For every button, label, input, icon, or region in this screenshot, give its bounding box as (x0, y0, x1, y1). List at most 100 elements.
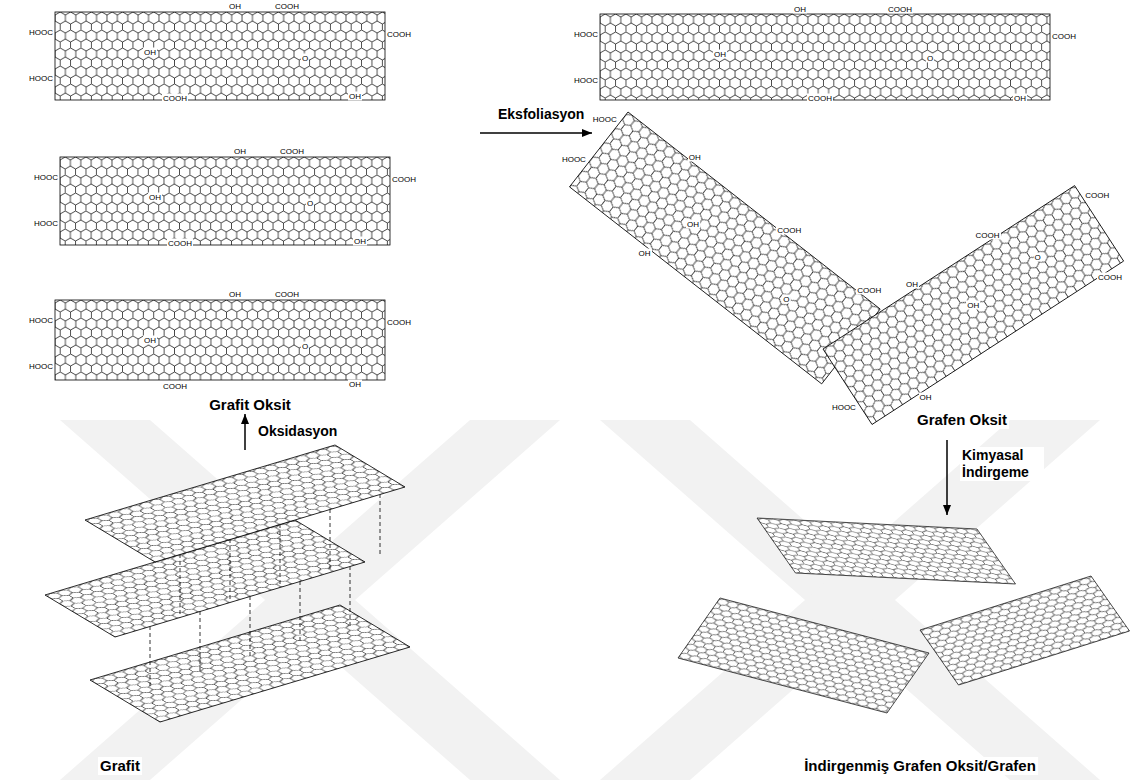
functional-group: OH (348, 92, 362, 101)
functional-group: OH (353, 237, 367, 246)
functional-group: OH (919, 392, 933, 401)
functional-group: COOH (856, 286, 882, 295)
interlayer-line (250, 596, 251, 656)
hex-lattice (55, 12, 385, 100)
interlayer-line (330, 509, 331, 569)
sheet-ground (600, 14, 1050, 100)
functional-group: O (306, 199, 314, 208)
hex-lattice (823, 186, 1124, 425)
functional-group: HOOC (33, 173, 59, 182)
functional-group: COOH (1084, 190, 1110, 199)
graphene-oxide-sheets (570, 14, 1124, 424)
interlayer-line (180, 554, 181, 614)
functional-group: O (301, 54, 309, 63)
graphite-stack (45, 445, 410, 722)
functional-group: HOOC (33, 219, 59, 228)
layer-ground (85, 445, 405, 562)
graphene-sheet (920, 576, 1130, 685)
interlayer-line (350, 566, 351, 626)
functional-group: OH (686, 219, 700, 228)
process-arrow (480, 132, 592, 134)
functional-group: COOH (274, 290, 300, 299)
functional-group: HOOC (573, 30, 599, 39)
functional-group: COOH (386, 318, 412, 327)
process-arrow (946, 440, 948, 515)
interlayer-line (200, 611, 201, 671)
functional-group: COOH (887, 5, 913, 14)
oxide-sheet (600, 14, 1050, 100)
oxide-sheet (60, 157, 390, 245)
interlayer-line (230, 539, 231, 599)
functional-group: COOH (975, 231, 1001, 240)
hex-lattice (60, 157, 390, 245)
functional-group: OH (966, 301, 980, 310)
sheet-ground (678, 598, 929, 713)
hex-lattice (600, 14, 1050, 100)
hex-lattice (757, 518, 1016, 584)
functional-group: OH (228, 2, 242, 11)
functional-group: COOH (162, 382, 188, 391)
functional-group: COOH (391, 175, 417, 184)
functional-group: COOH (776, 226, 802, 235)
graphene-layer (85, 445, 405, 562)
functional-group: COOH (274, 2, 300, 11)
functional-group: HOOC (28, 74, 54, 83)
stage-caption: Grafen Oksit (915, 411, 1009, 429)
functional-group: HOOC (573, 76, 599, 85)
arrow-label: Kimyasal İndirgeme (960, 447, 1044, 481)
functional-group: HOOC (28, 28, 54, 37)
functional-group: HOOC (28, 362, 54, 371)
functional-group: COOH (1051, 32, 1077, 41)
arrow-label: Oksidasyon (256, 423, 339, 440)
functional-group: OH (148, 193, 162, 202)
functional-group: OH (688, 152, 702, 161)
functional-group: COOH (167, 239, 193, 248)
graphene-sheet (678, 598, 929, 713)
functional-group: OH (1013, 94, 1027, 103)
functional-group: OH (233, 147, 247, 156)
stage-node: Grafit Oksit (40, 0, 480, 414)
functional-group: COOH (386, 30, 412, 39)
oxide-sheet (55, 12, 385, 100)
interlayer-line (300, 581, 301, 641)
stage-caption: Grafit Oksit (207, 396, 293, 414)
functional-group: COOH (1097, 273, 1123, 282)
functional-group: HOOC (561, 154, 587, 163)
functional-group: OH (713, 50, 727, 59)
interlayer-line (150, 626, 151, 686)
graphene-sheet (757, 518, 1016, 584)
functional-group: COOH (279, 147, 305, 156)
functional-group: O (1034, 253, 1042, 262)
functional-group: O (301, 342, 309, 351)
functional-group: OH (348, 380, 362, 389)
functional-group: HOOC (28, 316, 54, 325)
sheet-ground (823, 186, 1124, 425)
functional-group: COOH (807, 94, 833, 103)
sheet-ground (757, 518, 1016, 584)
functional-group: COOH (162, 94, 188, 103)
stage-node: İndirgenmiş Grafen Oksit/Grafen (670, 515, 1130, 777)
functional-group: OH (228, 290, 242, 299)
oxide-sheet (823, 186, 1124, 425)
functional-group: OH (793, 5, 807, 14)
hex-lattice (920, 576, 1130, 685)
functional-group: OH (143, 48, 157, 57)
graphite-oxide-stack (55, 12, 390, 380)
stage-caption: Grafit (98, 757, 142, 775)
stage-caption: İndirgenmiş Grafen Oksit/Grafen (802, 757, 1038, 775)
oxide-sheet (55, 300, 385, 380)
functional-group: OH (143, 336, 157, 345)
reduced-graphene-sheets (678, 518, 1130, 713)
functional-group: OH (638, 249, 652, 258)
hex-lattice (85, 445, 405, 562)
functional-group: HOOC (592, 115, 618, 124)
hex-lattice (678, 598, 929, 713)
functional-group: O (926, 54, 934, 63)
functional-group: HOOC (831, 402, 857, 411)
functional-group: OH (905, 280, 919, 289)
process-arrow (244, 414, 246, 450)
functional-group: O (782, 295, 790, 304)
stage-node: Grafit (40, 450, 430, 775)
stage-node: Grafen Oksit (592, 0, 1122, 440)
